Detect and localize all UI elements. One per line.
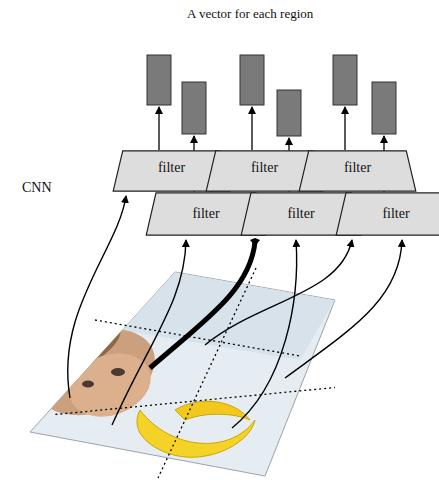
feature-vector: [333, 55, 357, 105]
input-image: [30, 272, 335, 476]
feature-vector: [277, 90, 301, 136]
filter-label: filter: [192, 206, 219, 222]
filter-label: filter: [287, 206, 314, 222]
filter-label: filter: [344, 160, 371, 176]
feature-vector: [240, 55, 264, 105]
filter-label: filter: [158, 160, 185, 176]
filter-block: filter: [335, 192, 439, 236]
filter-label: filter: [382, 206, 409, 222]
filter-label: filter: [251, 160, 278, 176]
filter-text-holder: filter: [335, 192, 439, 236]
layer-label: CNN: [22, 180, 52, 196]
filter-block: filter: [298, 150, 417, 192]
diagram-title: A vector for each region: [187, 6, 313, 22]
feature-vector: [372, 82, 396, 134]
filter-text-holder: filter: [298, 150, 417, 192]
feature-vector: [182, 82, 206, 134]
feature-vector: [147, 55, 171, 105]
